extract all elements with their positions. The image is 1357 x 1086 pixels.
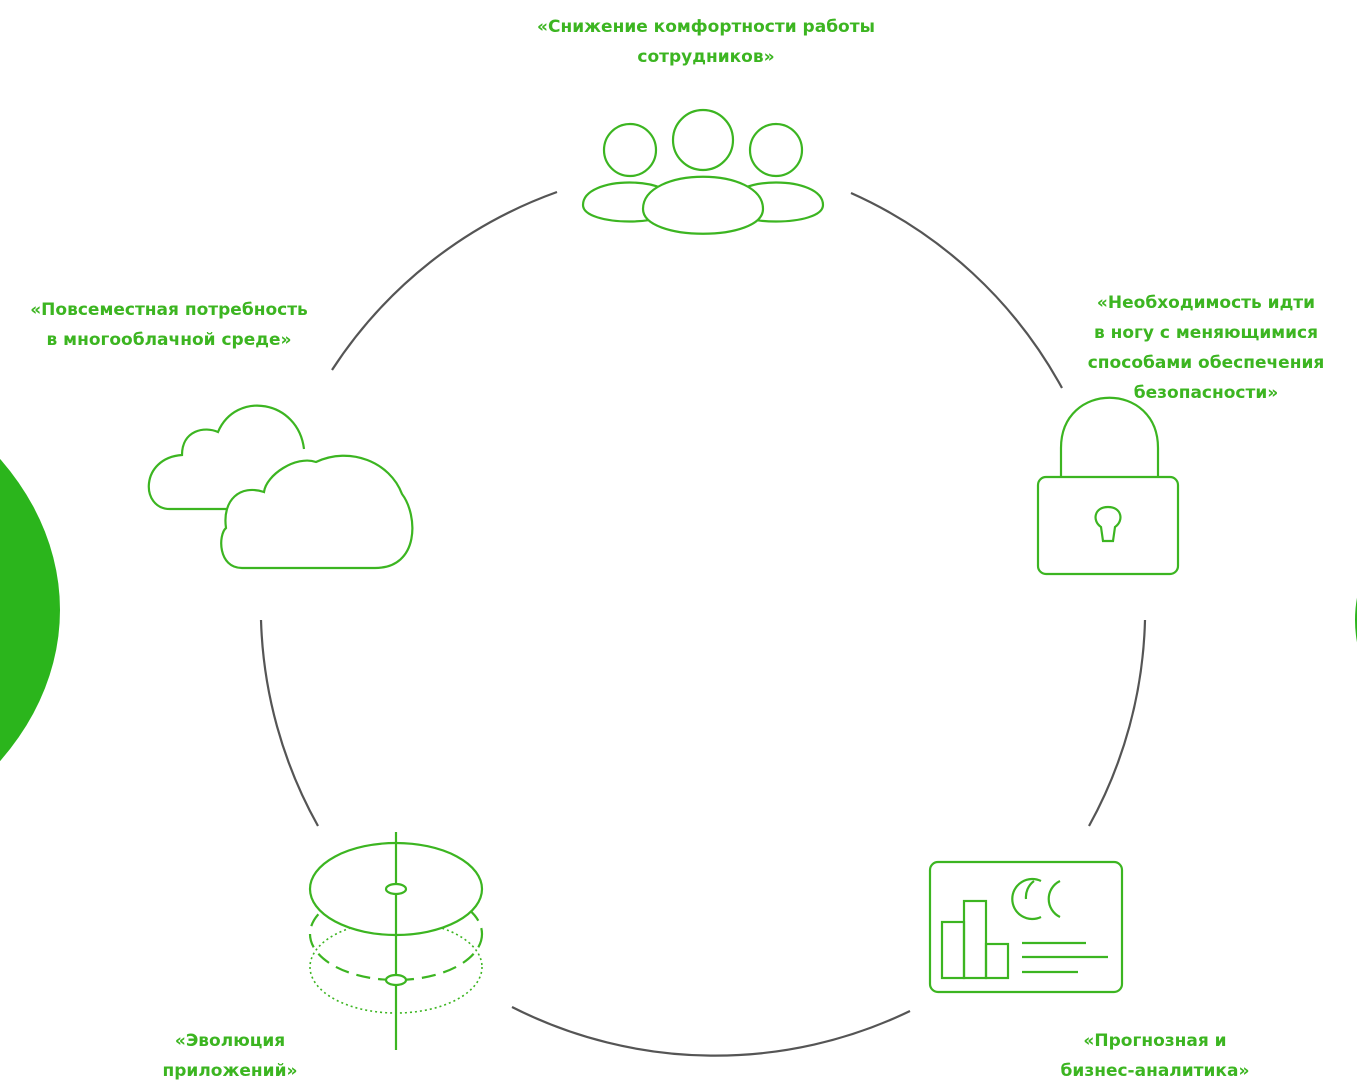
left-green-blob	[0, 458, 60, 762]
label-employee-comfort: «Снижение комфортности работы сотруднико…	[478, 12, 934, 72]
ring-arc-left	[259, 619, 319, 827]
label-line: в многооблачной среде»	[46, 330, 292, 350]
label-analytics: «Прогнозная и бизнес-аналитика»	[1000, 1026, 1310, 1086]
label-line: «Необходимость идти	[1096, 293, 1316, 313]
people-group-icon	[581, 108, 825, 235]
clouds-icon	[147, 404, 414, 570]
label-line: «Прогнозная и	[1083, 1031, 1227, 1051]
label-line: бизнес-аналитика»	[1060, 1061, 1250, 1081]
label-app-evolution: «Эволюция приложений»	[120, 1026, 340, 1086]
label-security: «Необходимость идти в ногу с меняющимися…	[1060, 288, 1352, 408]
cycle-ring	[259, 190, 1147, 1057]
label-line: приложений»	[162, 1061, 298, 1081]
ring-arc-top-right	[850, 191, 1063, 389]
label-line: «Снижение комфортности работы	[537, 17, 875, 37]
label-multicloud: «Повсеместная потребность в многооблачно…	[0, 295, 338, 355]
label-line: «Эволюция	[174, 1031, 286, 1051]
label-line: безопасности»	[1133, 383, 1279, 403]
layered-disks-icon	[308, 832, 484, 1050]
padlock-icon	[1036, 396, 1180, 576]
ring-arc-right	[1088, 619, 1147, 827]
label-line: «Повсеместная потребность	[30, 300, 308, 320]
label-line: в ногу с меняющимися	[1093, 323, 1319, 343]
ring-arc-top-left	[331, 190, 558, 371]
label-line: способами обеспечения	[1087, 353, 1325, 373]
label-line: сотрудников»	[637, 47, 775, 67]
analytics-dashboard-icon	[928, 860, 1124, 994]
ring-arc-bottom	[511, 1006, 911, 1057]
